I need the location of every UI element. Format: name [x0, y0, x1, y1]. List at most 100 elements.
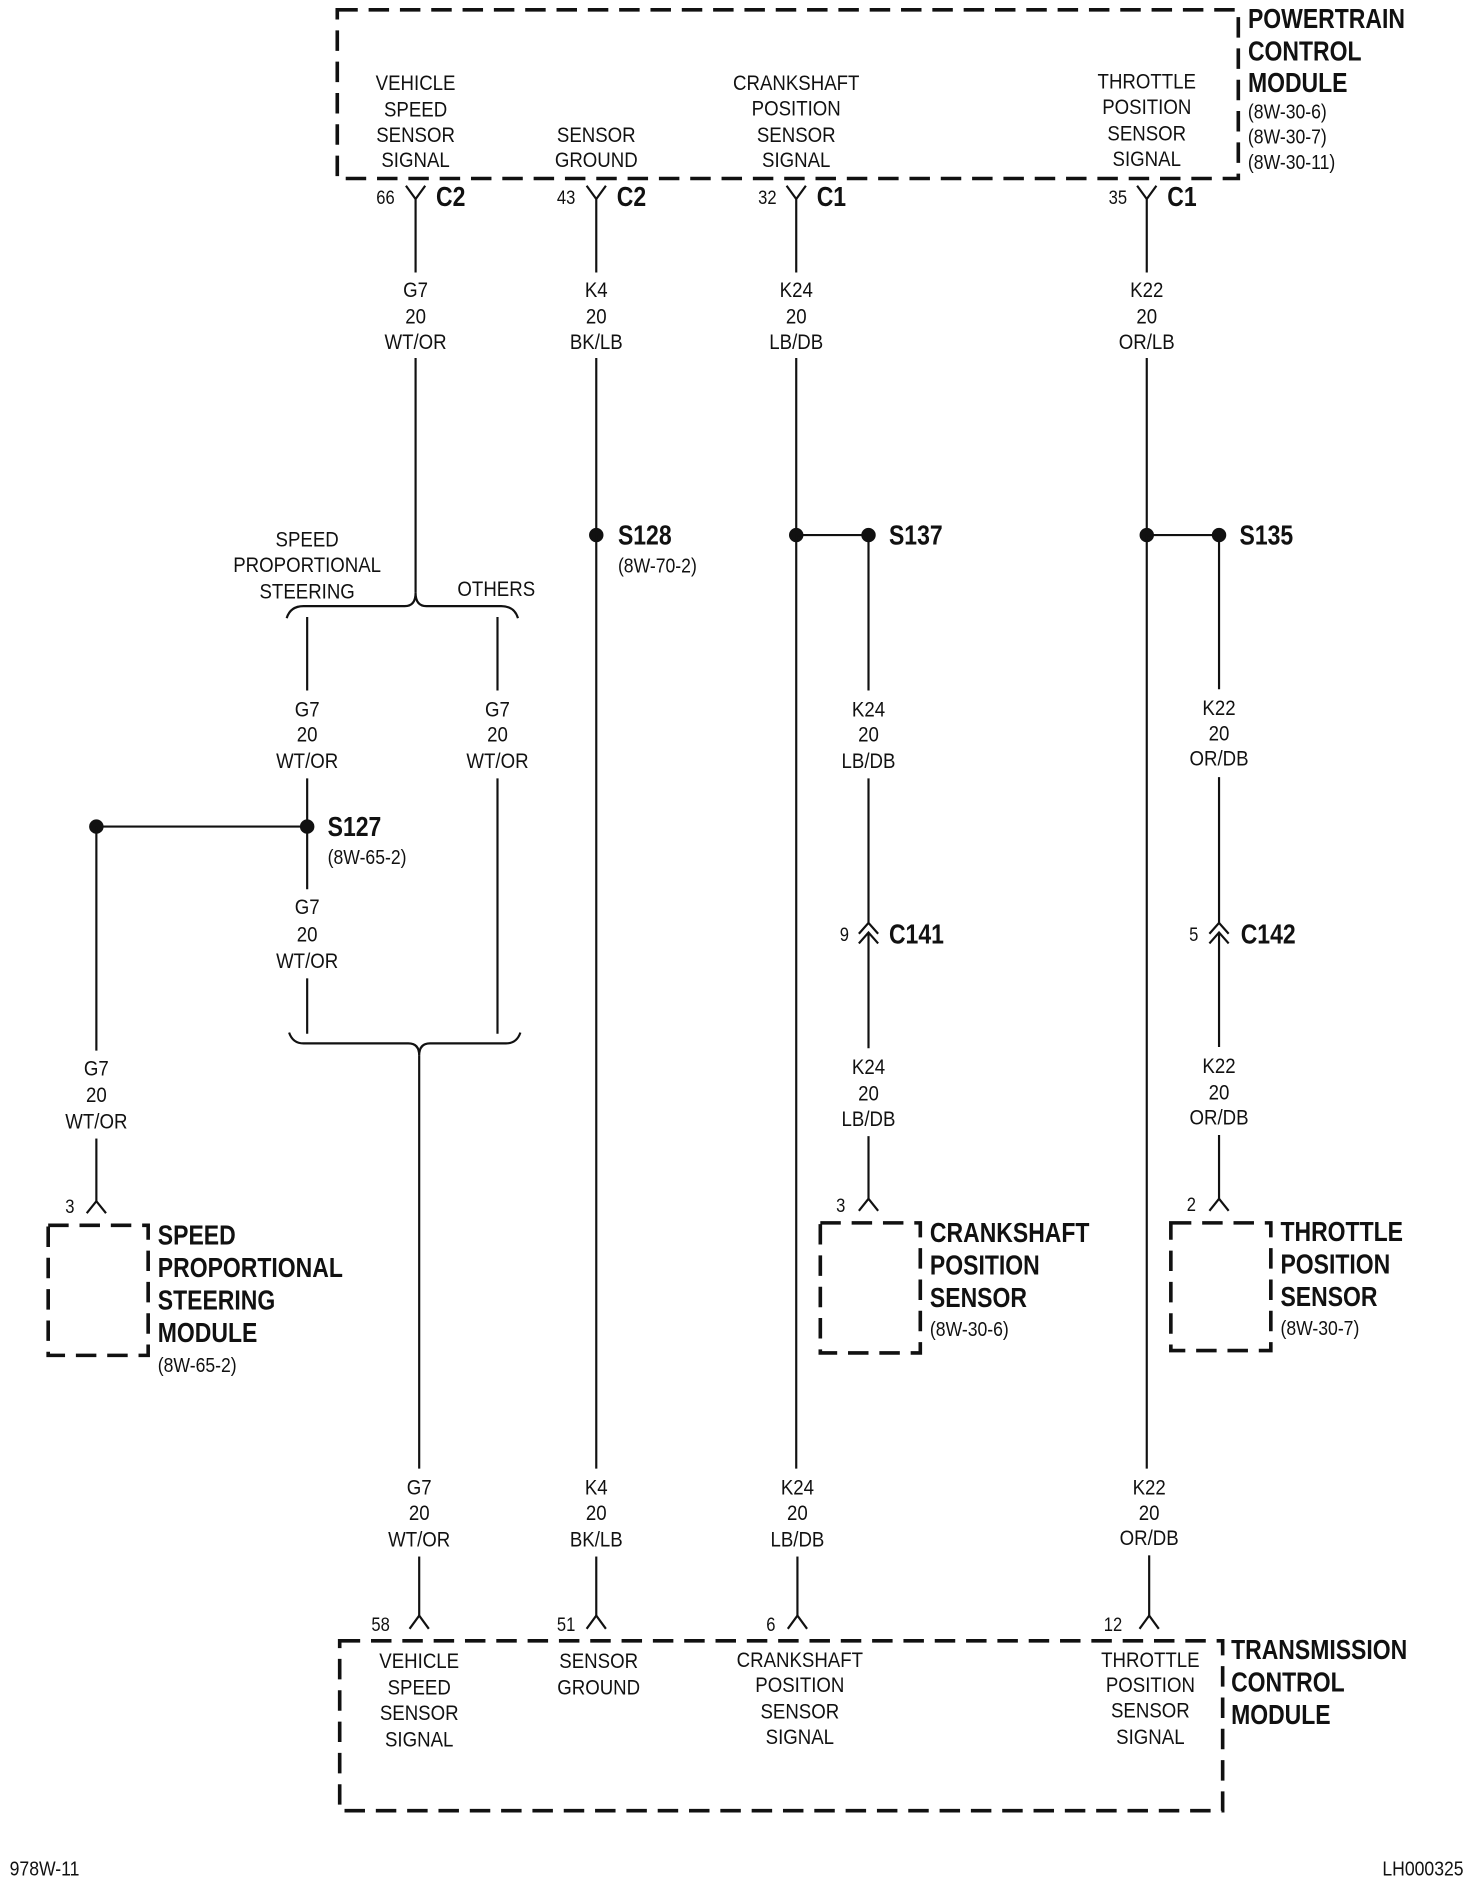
pin-cavity: 32 [758, 187, 776, 208]
component-outline [46, 1223, 150, 1358]
pin-label-line: SENSOR [757, 124, 836, 148]
branch-label-line: STEERING [260, 580, 355, 604]
component-name-line: STEERING [158, 1286, 275, 1316]
component-name-line: THROTTLE [1280, 1217, 1403, 1247]
wire-circuit: K24 [852, 1056, 885, 1080]
wire-label: G7 20 WT/OR [65, 1057, 127, 1134]
wire-gauge: 20 [787, 1502, 808, 1526]
connector-terminal-icon [858, 1197, 879, 1212]
pin-label-line: POSITION [1106, 1674, 1195, 1698]
pin-cavity: 12 [1104, 1614, 1122, 1635]
pin-connector: C2 [436, 182, 465, 212]
wire-circuit: K22 [1133, 1476, 1166, 1500]
pin-label-line: VEHICLE [379, 1650, 459, 1674]
wire-label: K4 20 BK/LB [570, 1476, 623, 1551]
pcm-pin-sensor-ground: SENSOR GROUND 43 C2 [555, 124, 646, 273]
wire-label: K22 20 OR/DB [1120, 1476, 1179, 1550]
pin-label-line: POSITION [1102, 96, 1191, 120]
wire-label: K22 20 OR/DB [1190, 1055, 1249, 1130]
pcm-outline [335, 8, 1241, 181]
connector-terminal-icon [1136, 185, 1158, 273]
wire-circuit: K24 [781, 1476, 814, 1500]
pin-label-line: THROTTLE [1098, 71, 1196, 95]
wire-gauge: 20 [858, 723, 879, 747]
wire-color: BK/LB [570, 1528, 623, 1552]
wire-color: WT/OR [388, 1528, 450, 1552]
pin-label-line: SPEED [388, 1676, 451, 1700]
wire-label: G7 20 WT/OR [388, 1476, 450, 1551]
pin-label-line: CRANKSHAFT [733, 72, 859, 96]
wire-color: LB/DB [842, 750, 896, 774]
wire-circuit: K4 [585, 279, 608, 303]
pin-label-line: SENSOR [376, 124, 455, 148]
component-name-line: SENSOR [930, 1283, 1027, 1313]
transmission-control-module: TRANSMISSION CONTROL MODULE 58 VEHICLE S… [337, 1613, 1407, 1813]
wire-color: WT/OR [385, 331, 447, 355]
component-cavity: 3 [65, 1196, 74, 1217]
component-name-line: PROPORTIONAL [158, 1253, 343, 1283]
wire-gauge: 20 [487, 723, 508, 747]
pin-cavity: 6 [766, 1614, 775, 1635]
branch-labels: SPEED PROPORTIONAL STEERING OTHERS [233, 528, 535, 603]
wire-gauge: 20 [1209, 722, 1230, 746]
wire-gauge: 20 [297, 723, 318, 747]
connector-terminal-icon [1208, 1197, 1230, 1212]
component-name-line: POSITION [1280, 1250, 1390, 1280]
pin-cavity: 66 [376, 187, 394, 208]
wire-circuit: G7 [485, 698, 510, 722]
component-outline [818, 1221, 923, 1355]
wire-gauge: 20 [409, 1502, 430, 1526]
wire-gauge: 20 [1136, 305, 1157, 329]
wire-circuit: K24 [780, 279, 813, 303]
pin-label-line: SENSOR [1111, 1699, 1190, 1723]
wire-circuit: G7 [407, 1476, 432, 1500]
splice-reference: (8W-65-2) [328, 847, 407, 870]
pin-label-line: SENSOR [559, 1650, 638, 1674]
tcm-pin-vehicle-speed: 58 VEHICLE SPEED SENSOR SIGNAL [371, 1613, 459, 1752]
pcm-pin-vehicle-speed: VEHICLE SPEED SENSOR SIGNAL 66 C2 [376, 72, 465, 273]
pcm-reference: (8W-30-11) [1248, 152, 1335, 175]
wire-gauge: 20 [86, 1084, 107, 1108]
pin-label-line: CRANKSHAFT [737, 1649, 863, 1673]
tcm-name-line: CONTROL [1231, 1668, 1345, 1698]
figure-number: 978W-11 [10, 1859, 80, 1882]
connector-terminal-icon [405, 185, 427, 273]
branch-label-others: OTHERS [457, 578, 535, 602]
wire-label: K4 20 BK/LB [570, 279, 623, 354]
wire-label: G7 20 WT/OR [276, 698, 338, 773]
wire-label: G7 20 WT/OR [276, 896, 338, 974]
wire-circuit: G7 [295, 698, 320, 722]
crankshaft-position-sensor: 3 CRANKSHAFT POSITION SENSOR (8W-30-6) [818, 1195, 1090, 1355]
splice-s127: S127 (8W-65-2) [89, 812, 407, 870]
pcm-name-line: CONTROL [1248, 37, 1362, 67]
component-reference: (8W-30-6) [930, 1319, 1009, 1342]
wire-color: OR/DB [1190, 748, 1249, 772]
splice-dot-icon [299, 819, 315, 834]
wire-label: K24 20 LB/DB [770, 1476, 824, 1551]
connector-terminal-icon [785, 185, 807, 273]
wire-color: WT/OR [466, 750, 528, 774]
component-name-line: MODULE [158, 1318, 258, 1348]
pin-label-line: SENSOR [760, 1700, 839, 1724]
component-name-line: POSITION [930, 1251, 1040, 1281]
wire-label: K24 20 LB/DB [842, 698, 896, 773]
splice-s135: S135 [1139, 521, 1293, 551]
pin-label-line: GROUND [555, 149, 638, 173]
wire-color: BK/LB [570, 331, 623, 355]
branch-label-line: SPEED [276, 528, 339, 552]
pcm-reference: (8W-30-6) [1248, 101, 1327, 124]
wire-gauge: 20 [297, 923, 318, 947]
connector-cavity: 5 [1189, 924, 1198, 945]
tcm-outline [337, 1639, 1225, 1813]
tcm-pin-throttle-position: 12 THROTTLE POSITION SENSOR SIGNAL [1101, 1613, 1200, 1749]
component-outline [1169, 1221, 1273, 1353]
splice-s128: S128 (8W-70-2) [589, 521, 697, 578]
wire-gauge: 20 [586, 1502, 607, 1526]
pcm-name-line: POWERTRAIN [1248, 4, 1405, 34]
pin-label-line: SIGNAL [762, 149, 830, 173]
component-name-line: SPEED [158, 1221, 236, 1251]
wire-label: G7 20 WT/OR [466, 698, 528, 773]
wire-circuit: K4 [585, 1476, 608, 1500]
component-cavity: 3 [836, 1195, 845, 1216]
wire-color: WT/OR [65, 1110, 127, 1134]
